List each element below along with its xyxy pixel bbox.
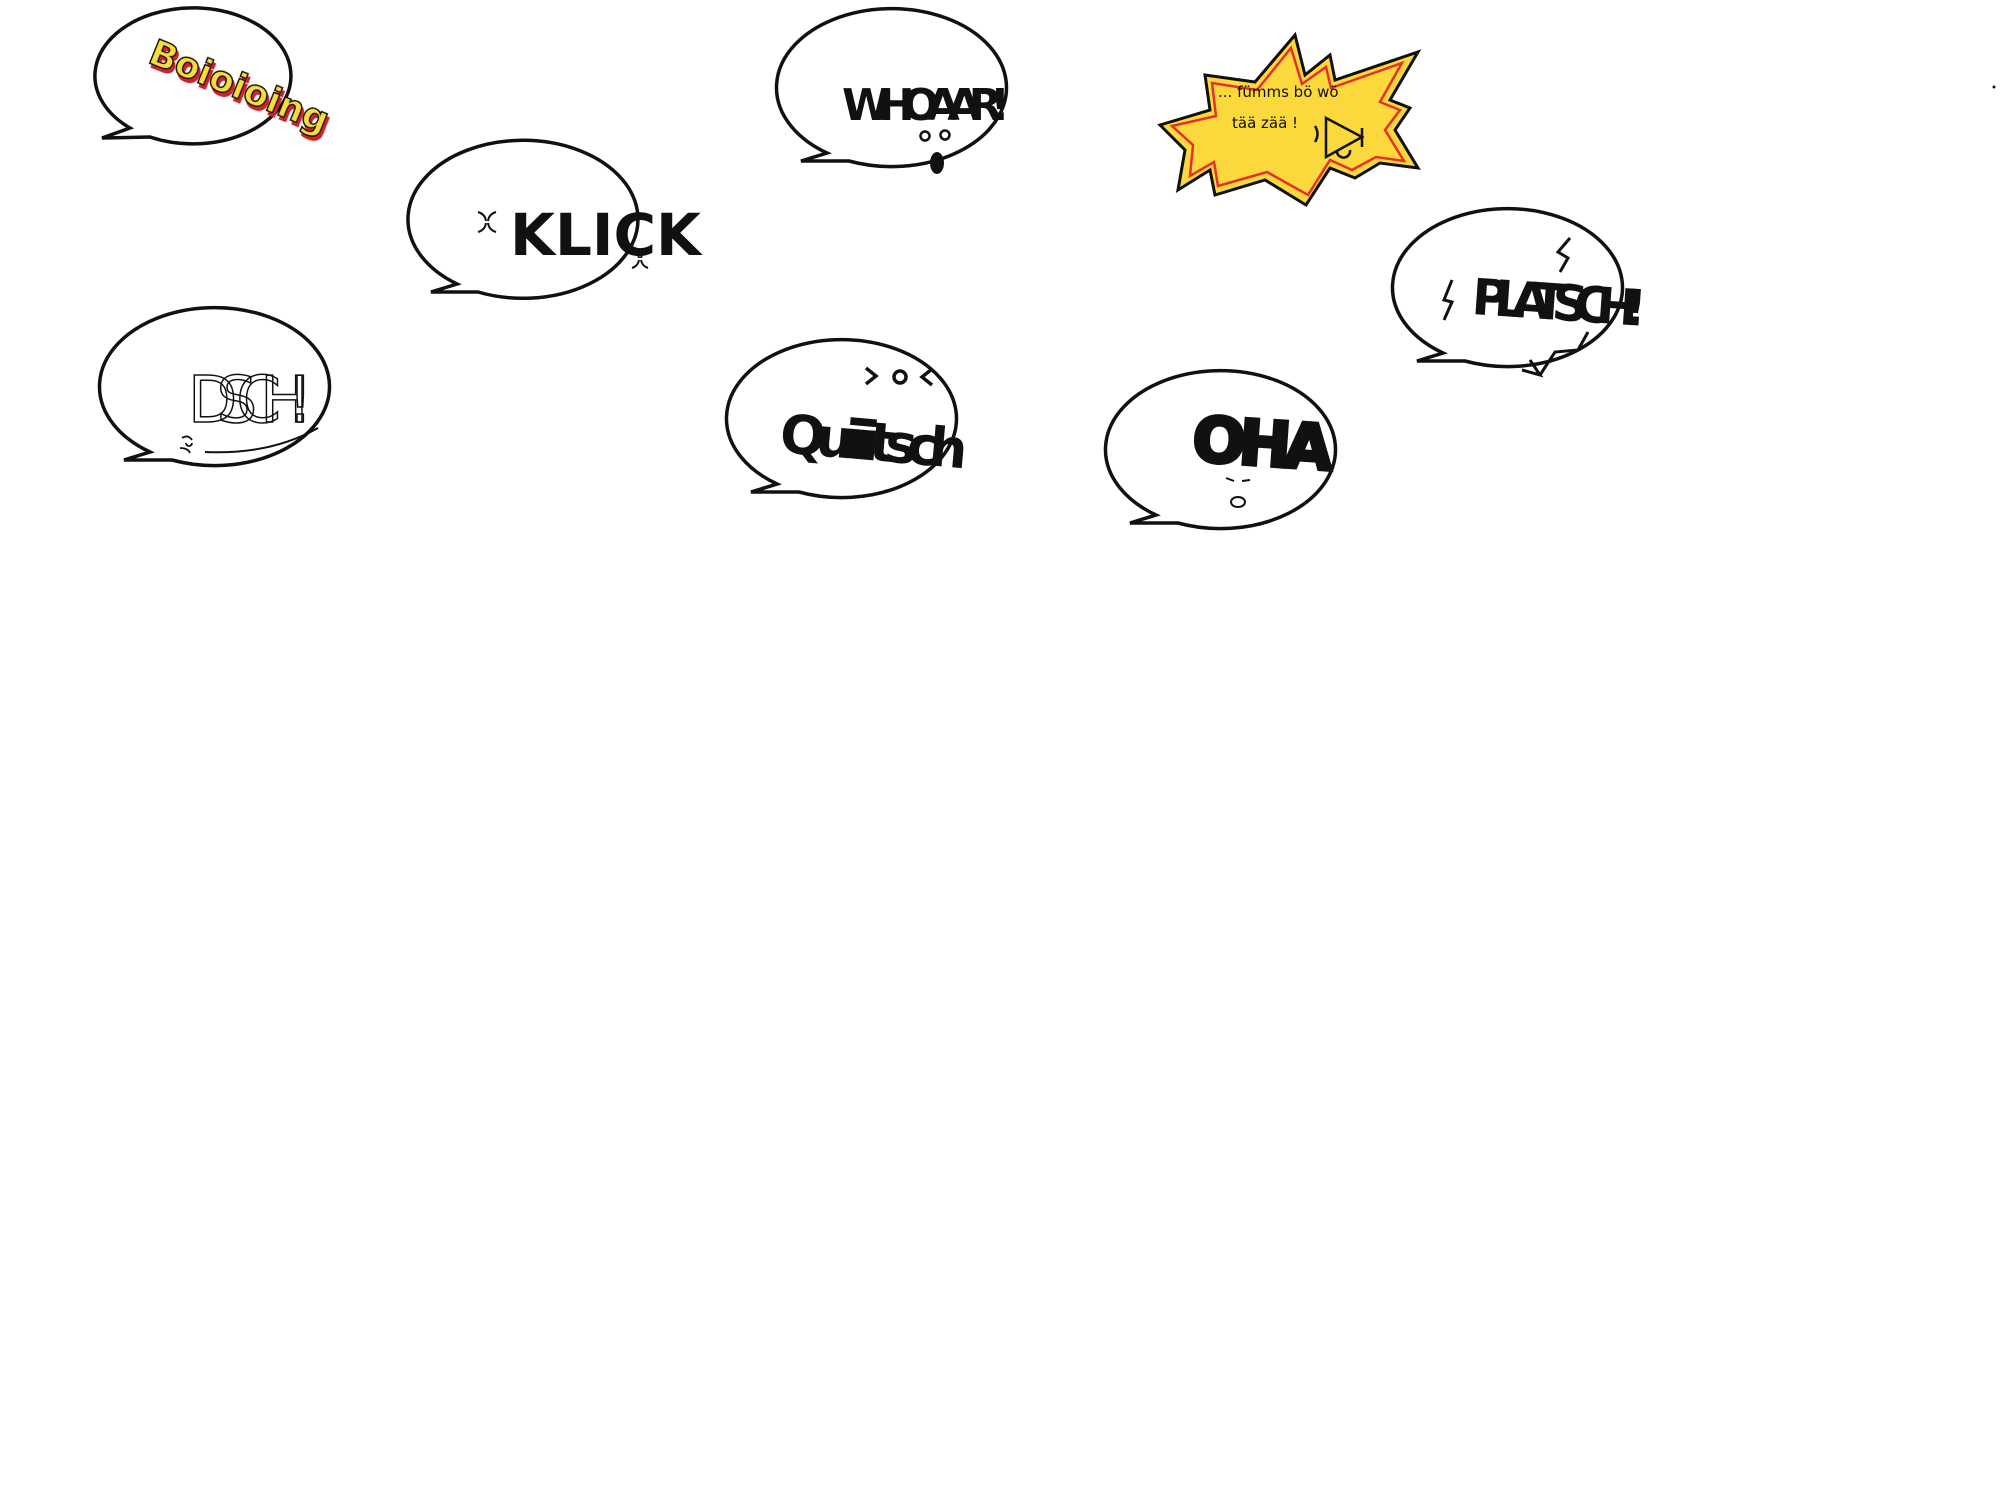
platsch-text: PLATSCH! [1470, 268, 1649, 338]
sticker-dsch[interactable]: DSCH! [97, 305, 332, 468]
sticker-klick[interactable]: KLICK [406, 138, 703, 301]
whoaar-text: WHOAAR! [842, 80, 1010, 131]
dsch-text: DSCH! [188, 364, 313, 438]
arrow-icon [1521, 331, 1590, 378]
face-icon [1225, 477, 1251, 508]
speech-bubble [97, 305, 332, 468]
burst-line1: ... fümms bö wö [1218, 83, 1339, 101]
lightning-icon [1441, 279, 1455, 321]
starburst-inner [1169, 45, 1407, 197]
lightning-icon [1555, 237, 1572, 273]
speech-bubble [1103, 368, 1338, 531]
stray-dot [1992, 85, 1996, 89]
sticker-oha[interactable]: OHA [1103, 368, 1338, 531]
speech-bubble [1390, 206, 1625, 369]
sticker-platsch[interactable]: PLATSCH! [1390, 206, 1649, 378]
sticker-burst[interactable]: ... fümms bö wö tää zää ! [1157, 31, 1422, 208]
sticker-whoaar[interactable]: WHOAAR! [774, 6, 1010, 174]
burst-line2: tää zää ! [1232, 114, 1298, 132]
klick-text: KLICK [510, 201, 703, 269]
oha-text: OHA [1190, 402, 1335, 485]
speech-bubble [724, 337, 959, 500]
anger-mark-icon [477, 211, 497, 233]
squint-face-icon [864, 366, 934, 387]
sticker-quiiitsch[interactable]: Quiiitsch [724, 337, 970, 500]
swoosh-line [204, 427, 319, 454]
starburst-shape [1157, 31, 1422, 208]
speech-bubble [406, 138, 640, 301]
sticker-boioioing[interactable]: Boioioing [93, 6, 336, 146]
surprised-face-icon [919, 129, 951, 174]
megaphone-icon [1313, 115, 1365, 160]
speech-bubble [93, 6, 293, 146]
splash-icon [179, 435, 193, 454]
anger-mark-icon [631, 249, 649, 269]
